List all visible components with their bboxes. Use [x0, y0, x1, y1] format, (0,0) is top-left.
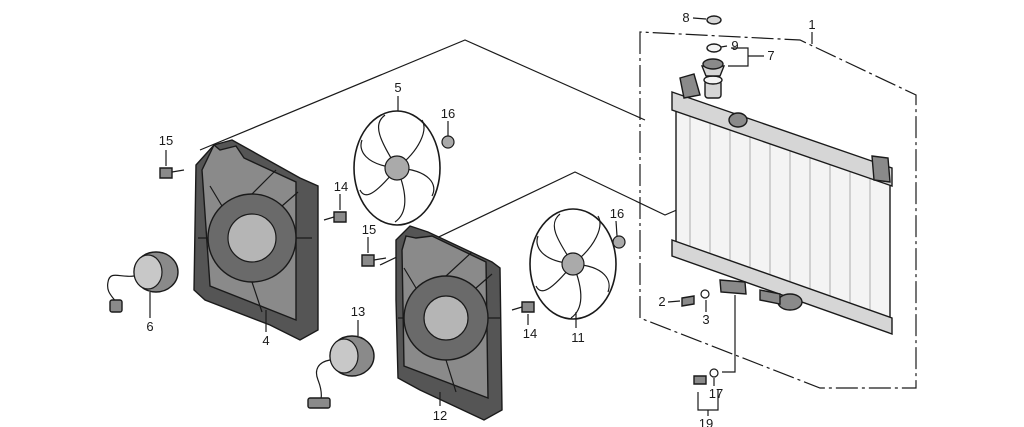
callout-5: 5 [394, 80, 401, 95]
callout-16-upper: 16 [441, 106, 455, 121]
callout-17: 17 [709, 386, 723, 401]
radiator [671, 73, 893, 335]
callout-11: 11 [571, 330, 585, 345]
callout-8: 8 [682, 10, 689, 25]
callout-14-upper: 14 [334, 179, 348, 194]
hardware [159, 135, 719, 385]
fan-blade-right [529, 208, 617, 320]
callout-7: 7 [767, 48, 774, 63]
callout-3: 3 [702, 312, 709, 327]
callout-13: 13 [351, 304, 365, 319]
callout-12: 12 [433, 408, 447, 423]
callout-16-lower: 16 [610, 206, 624, 221]
leader-lines [149, 17, 813, 416]
callout-1: 1 [808, 17, 815, 32]
fan-shroud-left [193, 139, 319, 341]
cap-parts [700, 15, 726, 77]
callout-14-lower: 14 [523, 326, 537, 341]
fan-motor-right [307, 335, 375, 409]
assembly-boundary [639, 31, 917, 389]
fan-shroud-right [395, 225, 503, 421]
callout-numbers: 1 2 3 4 5 6 7 8 9 11 12 13 14 14 15 15 1… [146, 10, 815, 427]
callout-19: 19 [699, 416, 713, 427]
fan-blade-left [353, 110, 441, 226]
callout-4: 4 [262, 333, 269, 348]
callout-2: 2 [658, 294, 665, 309]
callout-6: 6 [146, 319, 153, 334]
callout-15-upper: 15 [159, 133, 173, 148]
callout-9: 9 [731, 38, 738, 53]
callout-15-lower: 15 [362, 222, 376, 237]
fan-motor-left [107, 251, 179, 313]
